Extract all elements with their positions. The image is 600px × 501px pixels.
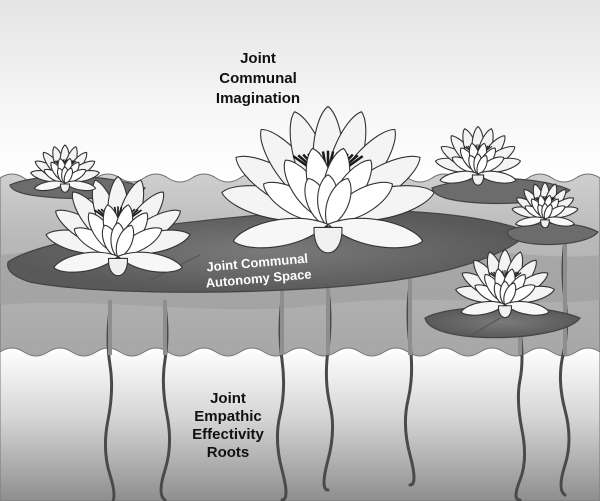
lotus-flower-left-large [45,175,191,277]
lotus-flower-far-right [511,181,579,229]
top-label-line-3: Imagination [216,90,300,107]
lotus-sepal [107,257,129,277]
lotus-sepal [471,174,485,186]
lotus-petal [116,251,183,273]
lotus-petal [476,170,517,184]
lotus-flower-right-back [434,125,522,186]
lotus-petal [33,180,67,192]
lotus-sepal [313,226,343,254]
bottom-label-line-4: Roots [207,444,250,461]
lotus-sepal [497,305,513,319]
lotus-petal [439,170,480,184]
lotus-flowers [30,105,579,319]
lotus-sepal [59,183,71,193]
lotus-flower-front-right [455,248,555,319]
bottom-label-line-1: Joint [210,390,246,407]
lotus-petal [543,216,575,227]
bottom-label-line-2: Empathic [194,408,262,425]
lotus-petal [325,177,352,229]
lotus-flower-center-large [221,105,435,254]
bottom-label: Joint Empathic Effectivity Roots [192,390,264,461]
root-region [0,347,600,501]
lotus-petal [543,204,553,221]
lotus-petal [232,217,330,249]
lotus-flower-left-small [30,144,100,193]
lotus-petal [63,180,97,192]
lotus-petal [115,224,135,260]
lotus-petal [515,216,547,227]
lotus-petal [53,251,120,273]
lotus-petal [326,217,424,249]
lotus-petal [503,300,550,316]
top-label-line-1: Joint [240,50,276,67]
top-label-line-2: Communal [219,70,297,87]
lotus-petal [476,154,488,176]
lotus-petal [503,282,517,307]
lotus-petal [460,300,507,316]
lotus-sepal [540,219,550,229]
top-label: Joint Communal Imagination [216,50,300,107]
lotus-petal [63,167,73,185]
bottom-label-line-3: Effectivity [192,426,264,443]
